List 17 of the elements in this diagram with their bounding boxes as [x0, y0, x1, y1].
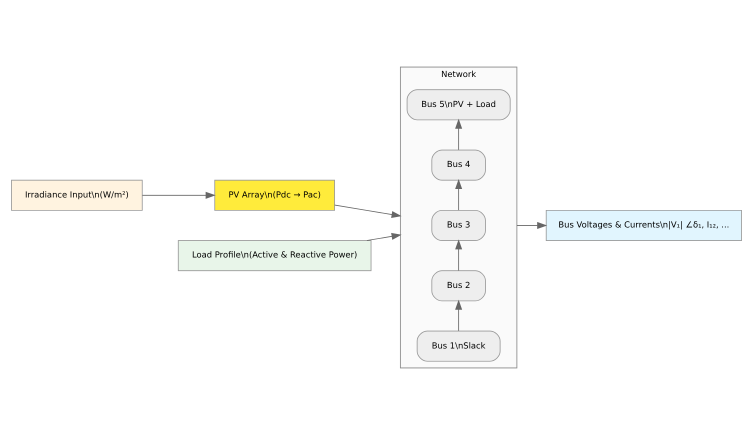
node-box: Bus 1\nSlack: [416, 330, 501, 362]
arrow: [516, 221, 548, 228]
node-box: Load Profile\n(Active & Reactive Power): [178, 240, 372, 271]
node-box: Bus Voltages & Currents\n|V₁| ∠δ₁, I₁₂, ...: [546, 209, 742, 240]
node-box: Bus 3: [431, 209, 486, 240]
node-box: Bus 5\nPV + Load: [406, 88, 511, 120]
arrow: [455, 178, 462, 210]
node-box: PV Array\n(Pdc → Pac): [214, 179, 336, 210]
arrow: [455, 299, 462, 331]
arrow: [366, 232, 402, 240]
node-box: Bus 2: [431, 270, 486, 301]
arrow: [334, 204, 402, 218]
arrow: [142, 191, 216, 198]
node-box: Irradiance Input\n(W/m²): [11, 179, 143, 210]
node-box: Bus 4: [431, 149, 486, 180]
arrow: [455, 118, 462, 150]
arrow: [455, 238, 462, 270]
